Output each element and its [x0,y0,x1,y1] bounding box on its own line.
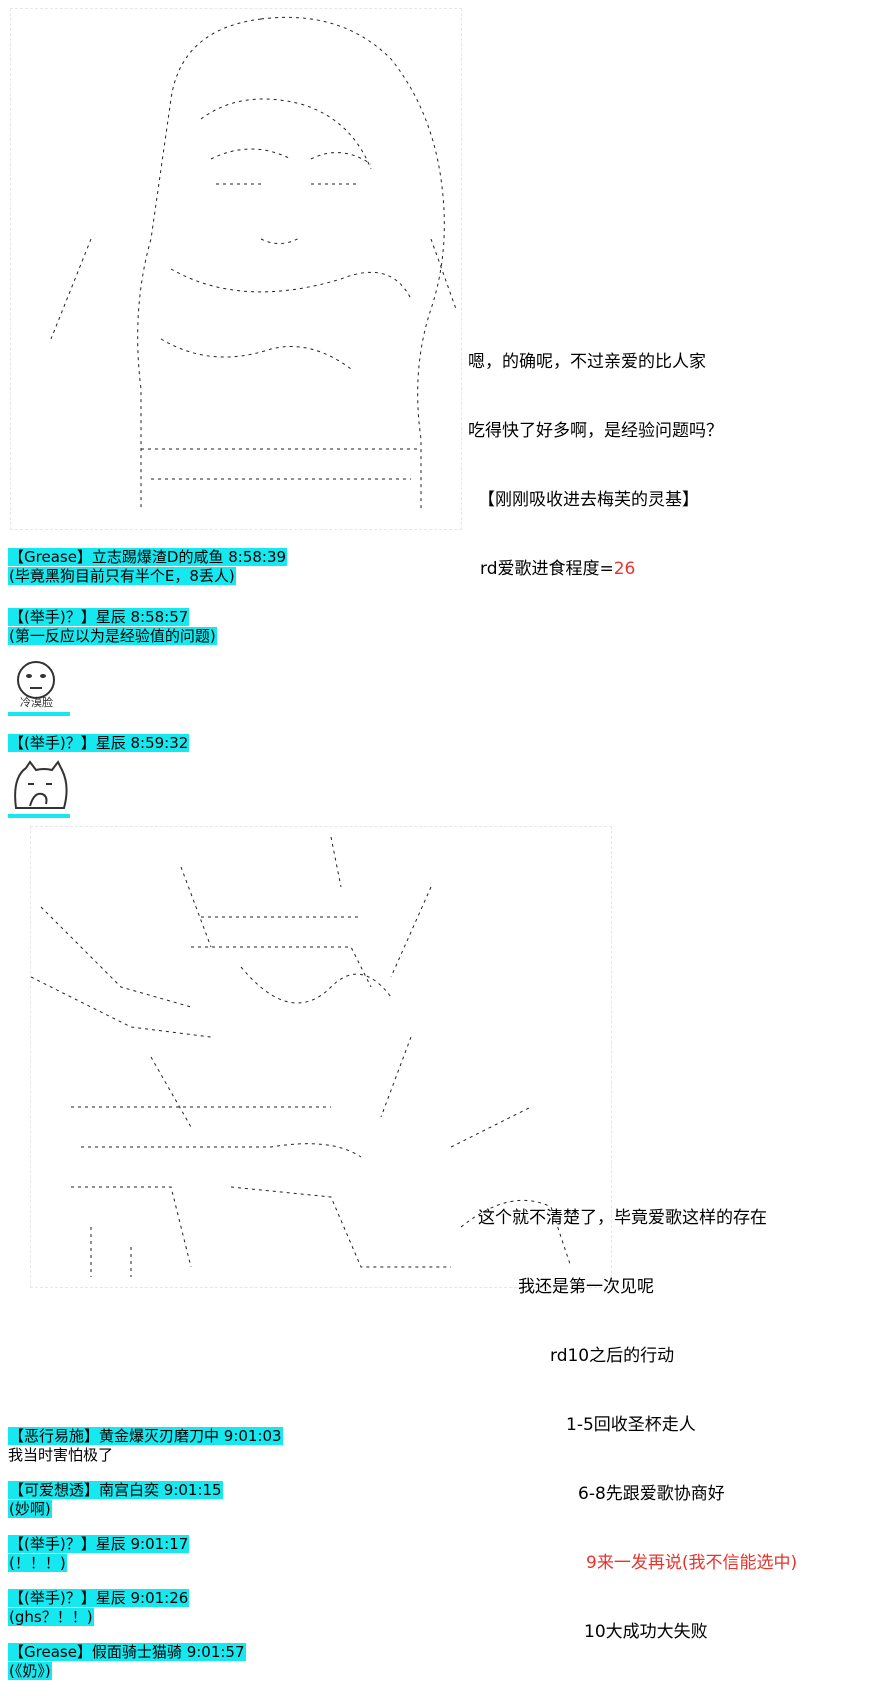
panel1-line-2: 吃得快了好多啊，是经验问题吗？ [468,421,723,441]
ascii-art-girl-drawing [50,16,457,509]
ascii-art-armor-drawing [31,836,572,1277]
chat-body: (妙啊) [8,1500,52,1518]
chat-header: 【Grease】假面骑士猫骑 9:01:57 [8,1643,246,1661]
panel1-line-3: 【刚刚吸收进去梅芙的灵基】 [478,490,699,510]
panel2-line-6: 9来一发再说(我不信能选中) [586,1553,798,1573]
chat-block-1: 【Grease】立志踢爆渣D的咸鱼 8:58:39 (毕竟黑狗目前只有半个E，8… [8,548,288,646]
cold-face-sticker-icon [17,661,55,699]
chat-header: 【(举手)？】星辰 9:01:17 [8,1535,190,1553]
chat-block-2: 【(举手)？】星辰 8:59:32 [8,734,190,753]
panel2-line-4: 1-5回收圣杯走人 [566,1415,696,1435]
panel2-line-7: 10大成功大失败 [584,1622,708,1642]
chat-block-3: 【恶行易施】黄金爆灭刃磨刀中 9:01:03 我当时害怕极了 【可爱想透】南宫白… [8,1427,283,1681]
chat-header: 【(举手)？】星辰 9:01:26 [8,1589,190,1607]
chat-body: (！！！) [8,1554,67,1572]
chat-header: 【可爱想透】南宫白奕 9:01:15 [8,1481,223,1499]
panel1-caption: 嗯，的确呢，不过亲爱的比人家 吃得快了好多啊，是经验问题吗？ 【刚刚吸收进去梅芙… [468,305,723,604]
chat-header: 【(举手)？】星辰 8:59:32 [8,734,190,752]
chat-body: (ghs？！！) [8,1608,94,1626]
chat-body: (第一反应以为是经验值的问题) [8,627,217,645]
sticker-caption: 冷漠脸 [20,696,53,709]
panel1-line-4: rd爱歌进食程度=26 [468,558,723,581]
chat-body: (毕竟黑狗目前只有半个E，8丢人) [8,567,236,585]
panel1-line-1: 嗯，的确呢，不过亲爱的比人家 [468,352,706,372]
chat-header: 【Grease】立志踢爆渣D的咸鱼 8:58:39 [8,548,288,566]
panel2-caption: 这个就不清楚了，毕竟爱歌这样的存在 我还是第一次见呢 rd10之后的行动 1-5… [478,1161,797,1667]
panel2-line-1: 这个就不清楚了，毕竟爱歌这样的存在 [478,1208,767,1228]
sticker-cat [8,758,70,818]
ascii-art-armor-panel [30,826,612,1288]
ascii-art-girl-panel [10,8,462,530]
panel2-line-3: rd10之后的行动 [550,1346,675,1366]
panel2-line-5: 6-8先跟爱歌协商好 [578,1484,725,1504]
progress-label: rd爱歌进食程度= [480,559,614,579]
progress-value: 26 [613,559,636,579]
panel2-line-2: 我还是第一次见呢 [518,1277,654,1297]
chat-body: (《奶》) [8,1662,52,1680]
cat-cover-mouth-sticker-icon [14,760,68,809]
sticker-cold-face: 冷漠脸 [8,656,70,716]
chat-body: 我当时害怕极了 [8,1446,114,1464]
chat-header: 【恶行易施】黄金爆灭刃磨刀中 9:01:03 [8,1427,283,1445]
chat-header: 【(举手)？】星辰 8:58:57 [8,608,190,626]
